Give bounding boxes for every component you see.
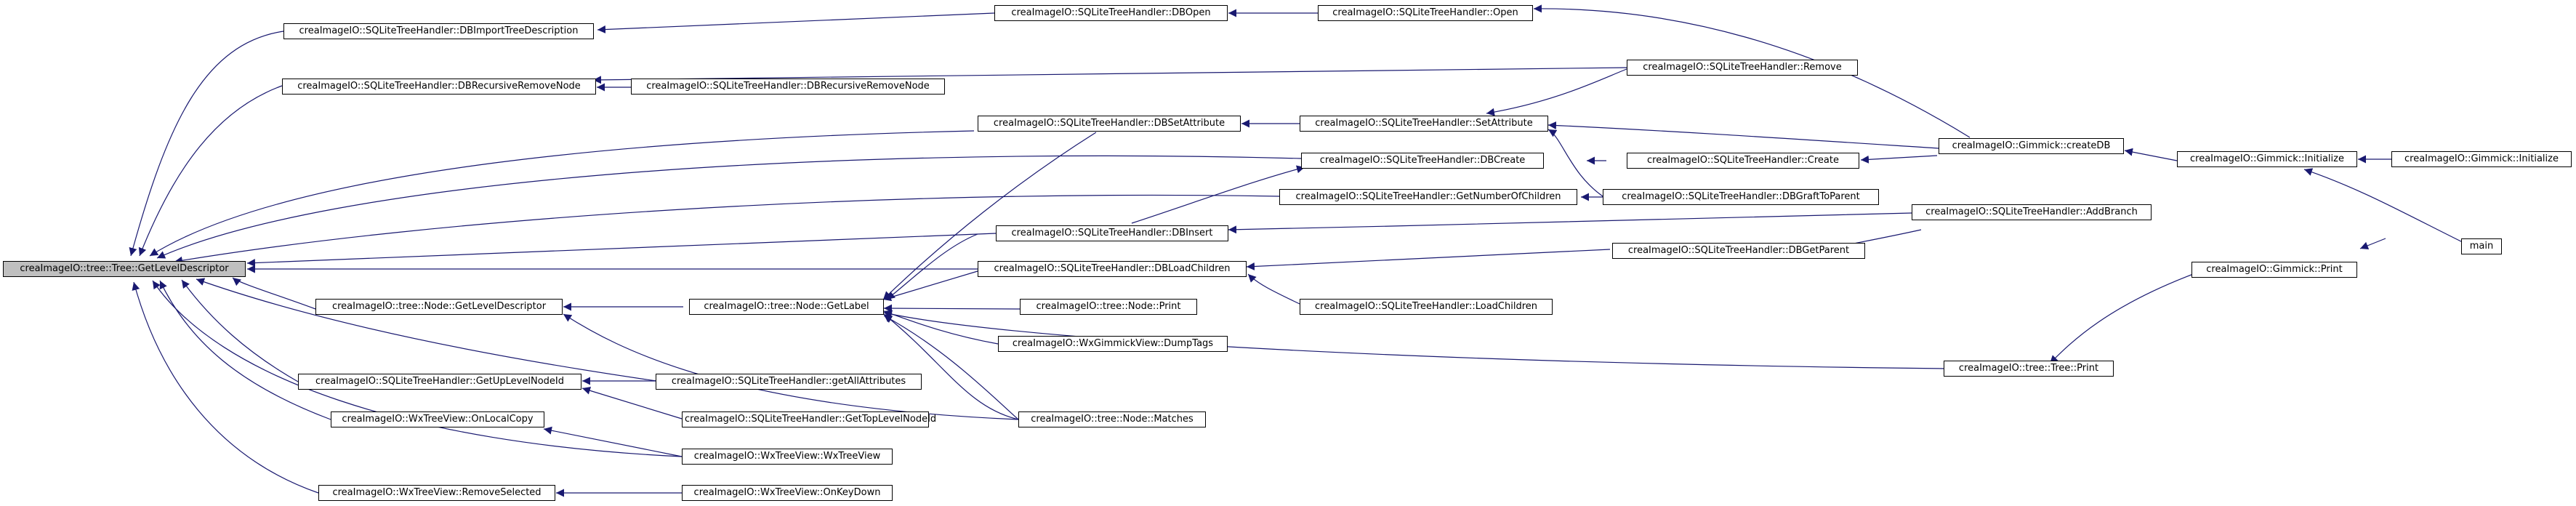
node-root[interactable]: creaImageIO::tree::Tree::GetLevelDescrip… [3, 261, 246, 277]
node-getlabel[interactable]: creaImageIO::tree::Node::GetLabel [689, 299, 884, 315]
node-importtree[interactable]: creaImageIO::SQLiteTreeHandler::DBImport… [283, 23, 594, 39]
node-main[interactable]: main [2461, 238, 2502, 254]
root-edges [129, 31, 1302, 494]
node-graft[interactable]: creaImageIO::SQLiteTreeHandler::DBGraftT… [1603, 189, 1879, 205]
node-createdb[interactable]: creaImageIO::Gimmick::createDB [1939, 138, 2124, 154]
node-gettoplevel[interactable]: creaImageIO::SQLiteTreeHandler::GetTopLe… [682, 411, 936, 427]
node-addbranch[interactable]: creaImageIO::SQLiteTreeHandler::AddBranc… [1912, 204, 2152, 220]
node-dbopen[interactable]: creaImageIO::SQLiteTreeHandler::DBOpen [994, 5, 1228, 21]
node-matches[interactable]: creaImageIO::tree::Node::Matches [1018, 411, 1206, 427]
node-dbsetattr[interactable]: creaImageIO::SQLiteTreeHandler::DBSetAtt… [978, 116, 1241, 132]
node-getnumchildren[interactable]: creaImageIO::SQLiteTreeHandler::GetNumbe… [1279, 189, 1577, 205]
node-recremove[interactable]: creaImageIO::SQLiteTreeHandler::DBRecurs… [282, 79, 596, 95]
node-onlocalcopy[interactable]: creaImageIO::WxTreeView::OnLocalCopy [331, 411, 544, 427]
node-getuplevel[interactable]: creaImageIO::SQLiteTreeHandler::GetUpLev… [298, 374, 581, 390]
node-wxtreeview[interactable]: creaImageIO::WxTreeView::WxTreeView [682, 449, 893, 465]
node-dbinsert[interactable]: creaImageIO::SQLiteTreeHandler::DBInsert [996, 225, 1228, 241]
node-gimmick-init-2[interactable]: creaImageIO::Gimmick::Initialize [2391, 151, 2572, 167]
node-gimmick-print[interactable]: creaImageIO::Gimmick::Print [2191, 262, 2357, 278]
node-setattr[interactable]: creaImageIO::SQLiteTreeHandler::SetAttri… [1300, 116, 1548, 132]
node-recremove-2[interactable]: creaImageIO::SQLiteTreeHandler::DBRecurs… [631, 79, 945, 95]
node-nodeprint[interactable]: creaImageIO::tree::Node::Print [1020, 299, 1197, 315]
node-removeselected[interactable]: creaImageIO::WxTreeView::RemoveSelected [318, 485, 555, 501]
node-dumptags[interactable]: creaImageIO::WxGimmickView::DumpTags [998, 336, 1228, 352]
node-dbloadchildren[interactable]: creaImageIO::SQLiteTreeHandler::DBLoadCh… [978, 261, 1247, 277]
node-gimmick-init[interactable]: creaImageIO::Gimmick::Initialize [2177, 151, 2357, 167]
node-open[interactable]: creaImageIO::SQLiteTreeHandler::Open [1318, 5, 1533, 21]
node-onkeydown[interactable]: creaImageIO::WxTreeView::OnKeyDown [682, 485, 893, 501]
node-getallattr[interactable]: creaImageIO::SQLiteTreeHandler::getAllAt… [656, 374, 922, 390]
node-remove[interactable]: creaImageIO::SQLiteTreeHandler::Remove [1627, 60, 1858, 76]
node-dbcreate[interactable]: creaImageIO::SQLiteTreeHandler::DBCreate [1301, 153, 1544, 169]
node-nodeleveldesc[interactable]: creaImageIO::tree::Node::GetLevelDescrip… [315, 299, 563, 315]
node-loadchildren[interactable]: creaImageIO::SQLiteTreeHandler::LoadChil… [1300, 299, 1553, 315]
node-create[interactable]: creaImageIO::SQLiteTreeHandler::Create [1627, 153, 1859, 169]
node-dbgetparent[interactable]: creaImageIO::SQLiteTreeHandler::DBGetPar… [1612, 243, 1865, 259]
node-treeprint[interactable]: creaImageIO::tree::Tree::Print [1944, 361, 2114, 377]
